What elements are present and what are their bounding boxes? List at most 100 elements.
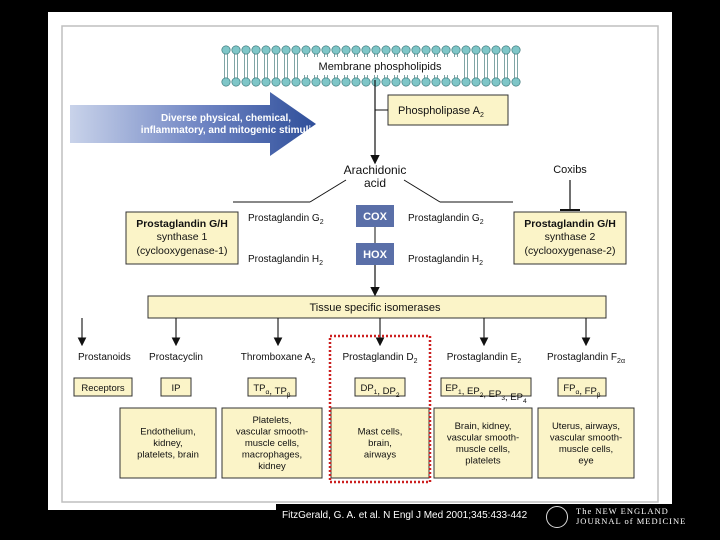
membrane-bilayer [221, 45, 521, 87]
tissue-line: muscle cells, [456, 444, 510, 455]
arachidonic-line2: acid [364, 176, 386, 190]
lipid-head [391, 45, 401, 55]
lipid-head [341, 45, 351, 55]
synthase2-line3: (cyclooxygenase-2) [524, 245, 615, 257]
lipid-head [451, 45, 461, 55]
receptor-label: FPα, FPβ [563, 383, 600, 399]
lipid-head [291, 77, 301, 87]
stimuli-arrow [70, 92, 316, 156]
lipid-head [281, 45, 291, 55]
tissue-line: airways [364, 450, 396, 461]
lipid-tail [224, 54, 228, 66]
lipid-head [391, 77, 401, 87]
lipid-head [401, 77, 411, 87]
lipid-tail [234, 54, 238, 66]
lipid-head [511, 45, 521, 55]
lipid-head [331, 77, 341, 87]
tissue-line: brain, [368, 438, 392, 449]
stimuli-label-line1: Diverse physical, chemical, [161, 113, 291, 124]
lipid-head [481, 45, 491, 55]
lipid-head [341, 77, 351, 87]
tissue-line: eye [578, 455, 593, 466]
synthase1-line1: Prostaglandin G/H [136, 218, 228, 230]
diagram-frame [61, 25, 659, 503]
diagram-canvas: Membrane phospholipids Diverse physical,… [48, 12, 702, 530]
lipid-head [411, 77, 421, 87]
lipid-head [481, 77, 491, 87]
product-name: Prostaglandin F2α [547, 352, 625, 365]
tissue-line: Uterus, airways, [552, 421, 620, 432]
diverge-right [403, 179, 441, 203]
lipid-tail [234, 66, 238, 78]
lipid-tail [224, 66, 228, 78]
journal-seal-icon [546, 506, 568, 528]
lipid-head [471, 45, 481, 55]
tissue-line: vascular smooth- [447, 432, 519, 443]
synthase2-line1: Prostaglandin G/H [524, 218, 616, 230]
isomerases-label: Tissue specific isomerases [309, 302, 441, 314]
lipid-head [361, 45, 371, 55]
lipid-head [311, 77, 321, 87]
tissue-line: muscle cells, [245, 438, 299, 449]
lipid-head [501, 77, 511, 87]
lipid-head [321, 45, 331, 55]
lipid-head [491, 45, 501, 55]
cox-box [356, 205, 394, 227]
phospholipase-label: Phospholipase A2 [398, 105, 484, 119]
tissue-box [433, 407, 533, 479]
pathway-diagram: Membrane phospholipids Diverse physical,… [61, 25, 659, 503]
pgh2-left-label: Prostaglandin H2 [248, 254, 323, 267]
tissue-box [119, 407, 217, 479]
diverge-left [309, 179, 347, 203]
receptors-box [73, 377, 133, 397]
lipid-tail [514, 54, 518, 66]
receptor-label: EP1, EP2, EP3, EP4 [445, 383, 527, 405]
lipid-tail [264, 66, 268, 78]
citation-text: FitzGerald, G. A. et al. N Engl J Med 20… [282, 510, 528, 521]
lipid-head [251, 45, 261, 55]
pgh2-right-label: Prostaglandin H2 [408, 254, 483, 267]
lipid-head [361, 77, 371, 87]
lipid-tail [294, 54, 298, 66]
products-group: ProstacyclinIPEndothelium,kidney,platele… [119, 352, 635, 479]
lipid-tail [284, 66, 288, 78]
tissue-box [537, 407, 635, 479]
tissue-line: Mast cells, [358, 427, 403, 438]
tissue-line: kidney, [153, 438, 182, 449]
tissue-line: vascular smooth- [550, 432, 622, 443]
tissue-line: macrophages, [242, 450, 302, 461]
product-name: Thromboxane A2 [241, 352, 316, 365]
lipid-tail [294, 66, 298, 78]
synthase2-box [513, 211, 627, 265]
lipid-tail [264, 54, 268, 66]
lipid-head [301, 77, 311, 87]
lipid-head [471, 77, 481, 87]
pgg2-right-label: Prostaglandin G2 [408, 213, 484, 226]
product-name: Prostacyclin [149, 352, 203, 363]
lipid-head [451, 77, 461, 87]
lipid-head [371, 45, 381, 55]
lipid-tail [464, 66, 468, 78]
lipid-head [261, 45, 271, 55]
journal-line1: The NEW ENGLAND [576, 506, 669, 516]
receptor-label: IP [172, 383, 181, 394]
product-name: Prostaglandin E2 [447, 352, 522, 365]
lipid-tail [274, 66, 278, 78]
pgd2-highlight [328, 334, 432, 484]
lipid-head [501, 45, 511, 55]
receptor-box [557, 377, 607, 397]
lipid-head [371, 77, 381, 87]
lipid-head [511, 77, 521, 87]
tissue-line: muscle cells, [559, 444, 613, 455]
lipid-head [421, 45, 431, 55]
lipid-tail [244, 66, 248, 78]
lipid-tail [274, 54, 278, 66]
lipid-head [231, 45, 241, 55]
tissue-box [221, 407, 323, 479]
lipid-tail [494, 54, 498, 66]
tissue-line: platelets, brain [137, 450, 199, 461]
tissue-line: platelets [465, 455, 501, 466]
receptor-box [354, 377, 406, 397]
journal-line2: JOURNAL of MEDICINE [576, 516, 687, 526]
receptors-label: Receptors [81, 383, 125, 394]
